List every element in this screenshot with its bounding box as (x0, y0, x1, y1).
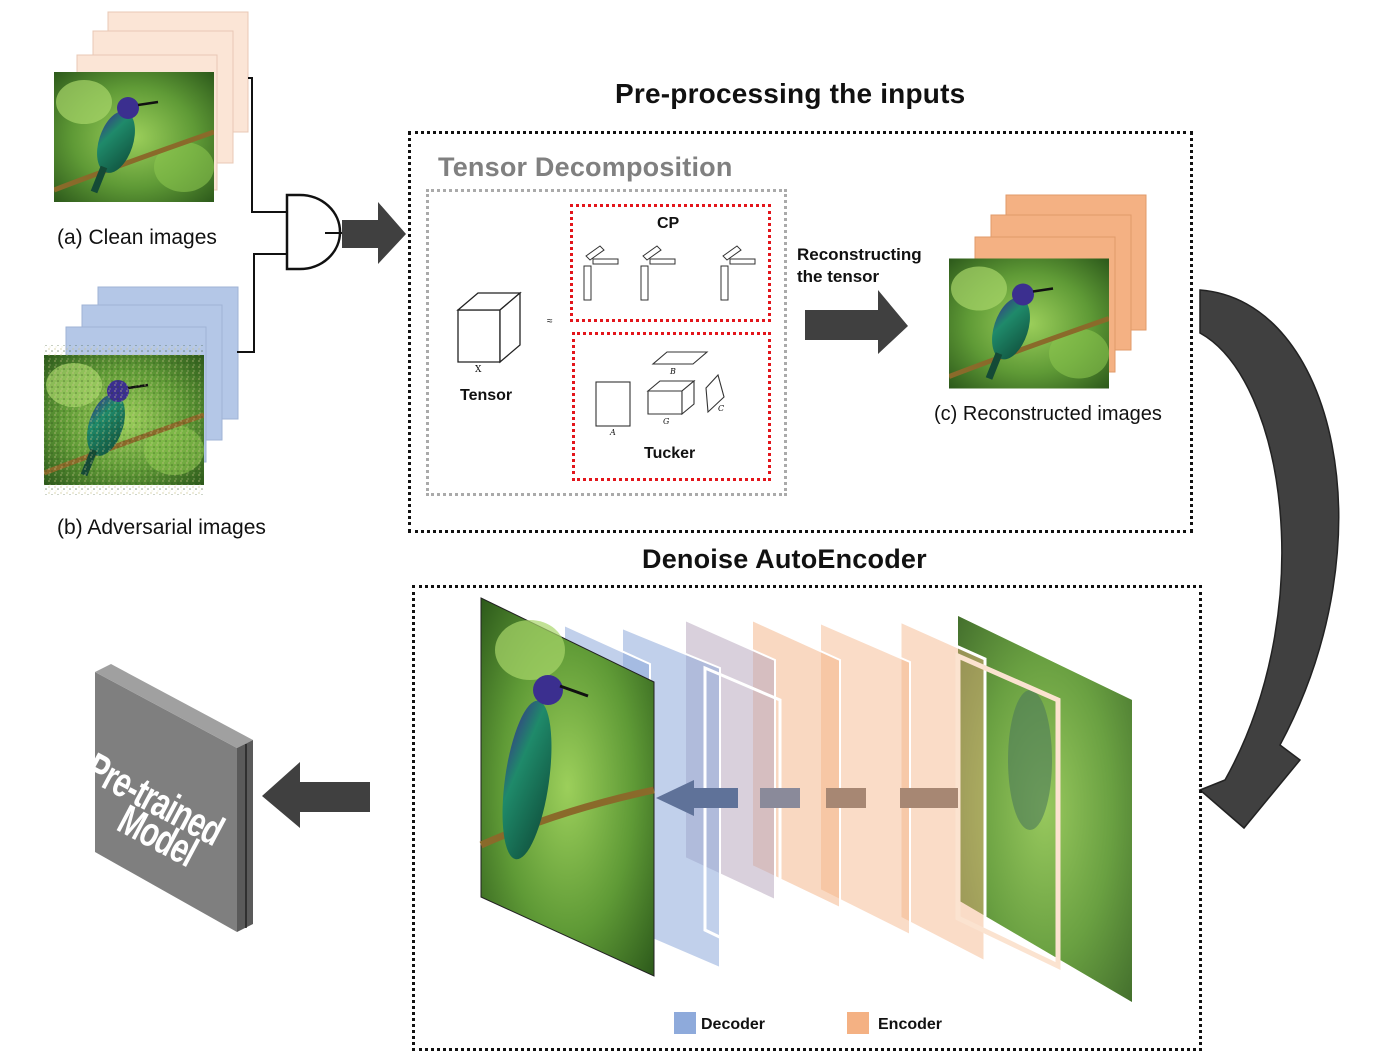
clean-images-label: (a) Clean images (57, 226, 217, 249)
tensor-label: Tensor (460, 387, 513, 404)
tensor-x-symbol: X (475, 365, 482, 375)
arrow-to-model (262, 762, 370, 828)
preprocessing-title: Pre-processing the inputs (615, 78, 966, 109)
input-connectors (237, 77, 290, 353)
reconstructing-label-line1: Reconstructing (797, 245, 922, 264)
clean-image-stack (54, 11, 249, 202)
arrow-into-preprocessing (342, 202, 406, 264)
dae-dashed-arrow (656, 780, 958, 816)
encoder-legend-label: Encoder (878, 1016, 943, 1033)
approx-symbol: ≈ (547, 316, 553, 327)
tucker-b-symbol: B (670, 367, 676, 376)
tensor-cube (456, 291, 522, 364)
tucker-c-symbol: C (718, 404, 725, 413)
encoder-legend-swatch (847, 1012, 869, 1034)
decoder-legend-swatch (674, 1012, 696, 1034)
cp-label: CP (657, 215, 680, 232)
preprocessing-box (408, 131, 1193, 533)
pretrained-model-block (95, 664, 253, 932)
cp-factors (583, 245, 756, 301)
tucker-box (572, 332, 771, 481)
reconstructing-label-line2: the tensor (797, 267, 880, 286)
tensor-decomposition-title: Tensor Decomposition (438, 152, 733, 182)
reconstructed-images-label: (c) Reconstructed images (934, 403, 1162, 425)
tensor-decomposition-box (426, 189, 787, 496)
adversarial-images-label: (b) Adversarial images (57, 516, 266, 539)
tucker-label: Tucker (644, 445, 696, 462)
tucker-a-symbol: A (610, 428, 616, 437)
reconstructing-arrow (805, 290, 908, 354)
decoder-legend-label: Decoder (701, 1016, 766, 1033)
dae-box (412, 585, 1202, 1051)
tucker-shapes (595, 351, 725, 427)
dae-layers (479, 597, 1132, 1002)
dae-title: Denoise AutoEncoder (642, 544, 927, 574)
tucker-g-symbol: G (663, 417, 670, 426)
reconstructed-image-stack (949, 194, 1147, 389)
cp-box (570, 204, 771, 322)
and-gate (285, 193, 342, 271)
adversarial-image-stack (44, 286, 239, 495)
curved-arrow (1198, 289, 1340, 830)
